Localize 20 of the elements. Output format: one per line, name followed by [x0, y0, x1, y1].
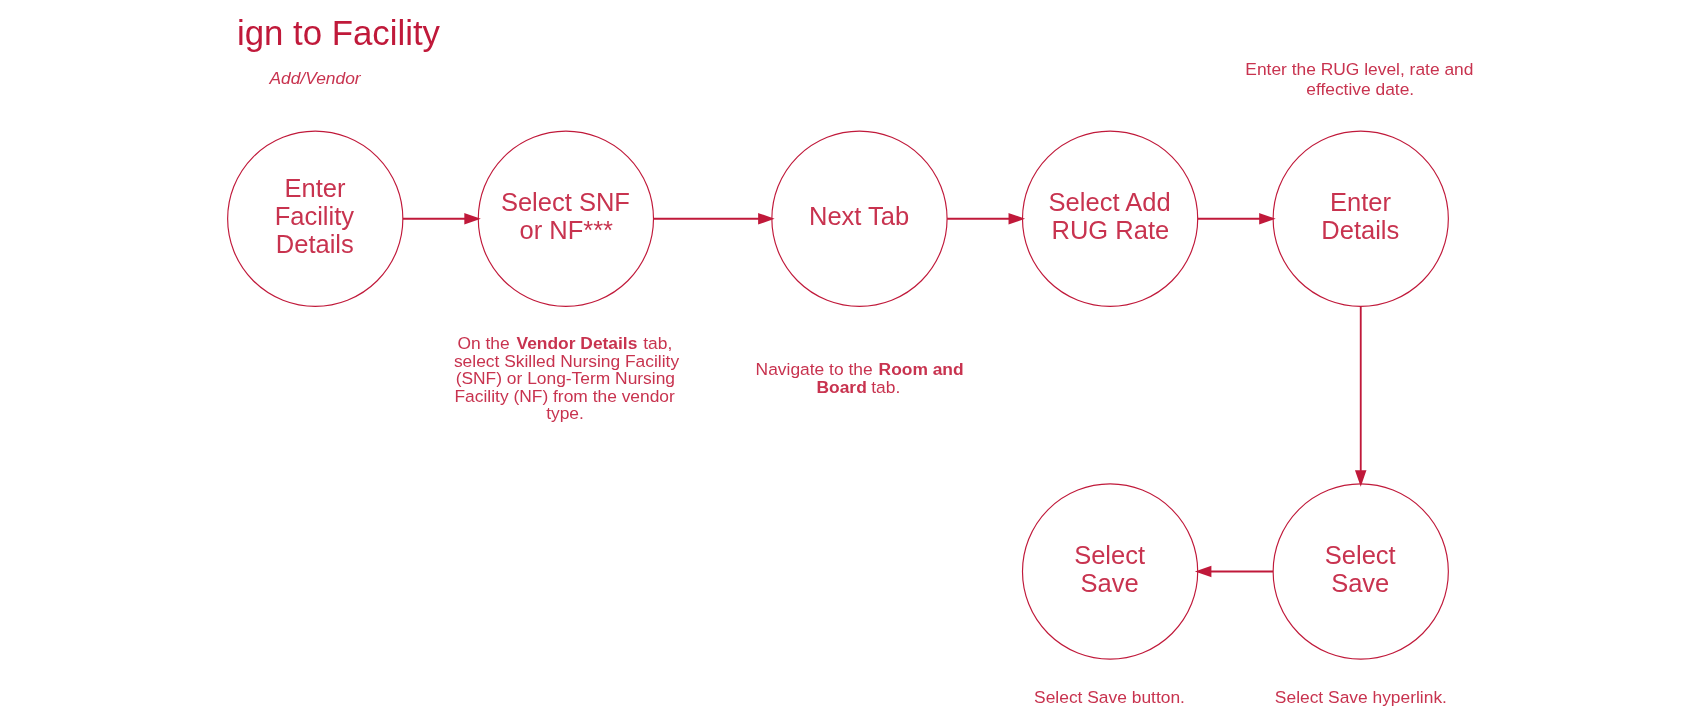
arrow [946, 213, 1026, 225]
node-circle: Select Save [1021, 483, 1199, 660]
arrow [401, 213, 481, 225]
arrow [652, 213, 775, 225]
node-circle: Enter Details [1272, 130, 1449, 307]
arrow [1196, 213, 1276, 225]
node-label: Navigate to the Room and Board tab. [755, 359, 964, 397]
node-circle: Select Save [1272, 483, 1449, 660]
node-label: On the Vendor Details tab, select Skilled Nursing Facility (SNF) or Long-Term Nursing Facility (NF) from the vendor type. [453, 333, 680, 423]
node-label: Enter the RUG level, rate and effective date. [1245, 59, 1474, 100]
arrow [1354, 305, 1367, 487]
node-circle: Select SNF or NF*** [477, 130, 655, 307]
node-circle: Next Tab [771, 130, 948, 307]
node-label: Add/Vendor [269, 68, 361, 89]
diagram-title: ign to Facility [236, 13, 440, 53]
arrow [1194, 565, 1275, 578]
node-label: Select Save button. [1034, 687, 1185, 708]
node-circle: Enter Facility Details [227, 130, 404, 307]
node-label: Select Save hyperlink. [1274, 687, 1447, 708]
node-circle: Select Add RUG Rate [1021, 130, 1199, 307]
